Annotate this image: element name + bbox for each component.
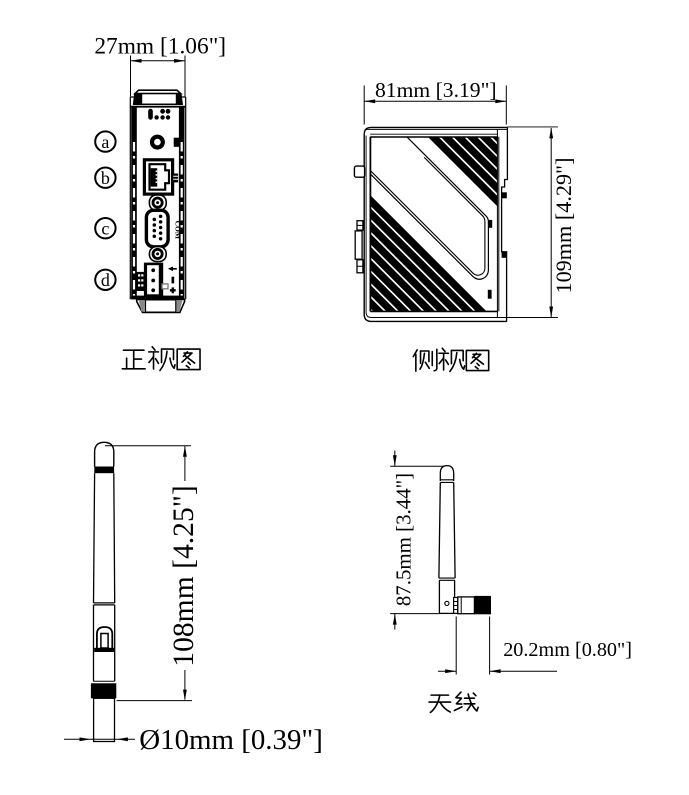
svg-text:109mm [4.29"]: 109mm [4.29"] [551, 157, 576, 293]
svg-text:c: c [101, 218, 109, 238]
svg-text:d: d [101, 270, 110, 290]
svg-text:a: a [101, 132, 109, 152]
svg-text:81mm [3.19"]: 81mm [3.19"] [375, 78, 497, 102]
svg-text:b: b [101, 168, 110, 188]
svg-text:108mm [4.25"]: 108mm [4.25"] [168, 485, 200, 666]
svg-text:20.2mm [0.80"]: 20.2mm [0.80"] [503, 639, 632, 661]
svg-text:Ø10mm [0.39"]: Ø10mm [0.39"] [139, 724, 323, 756]
svg-text:87.5mm [3.44"]: 87.5mm [3.44"] [391, 473, 415, 606]
svg-text:COM: COM [173, 221, 182, 239]
svg-text:27mm [1.06"]: 27mm [1.06"] [94, 34, 226, 60]
